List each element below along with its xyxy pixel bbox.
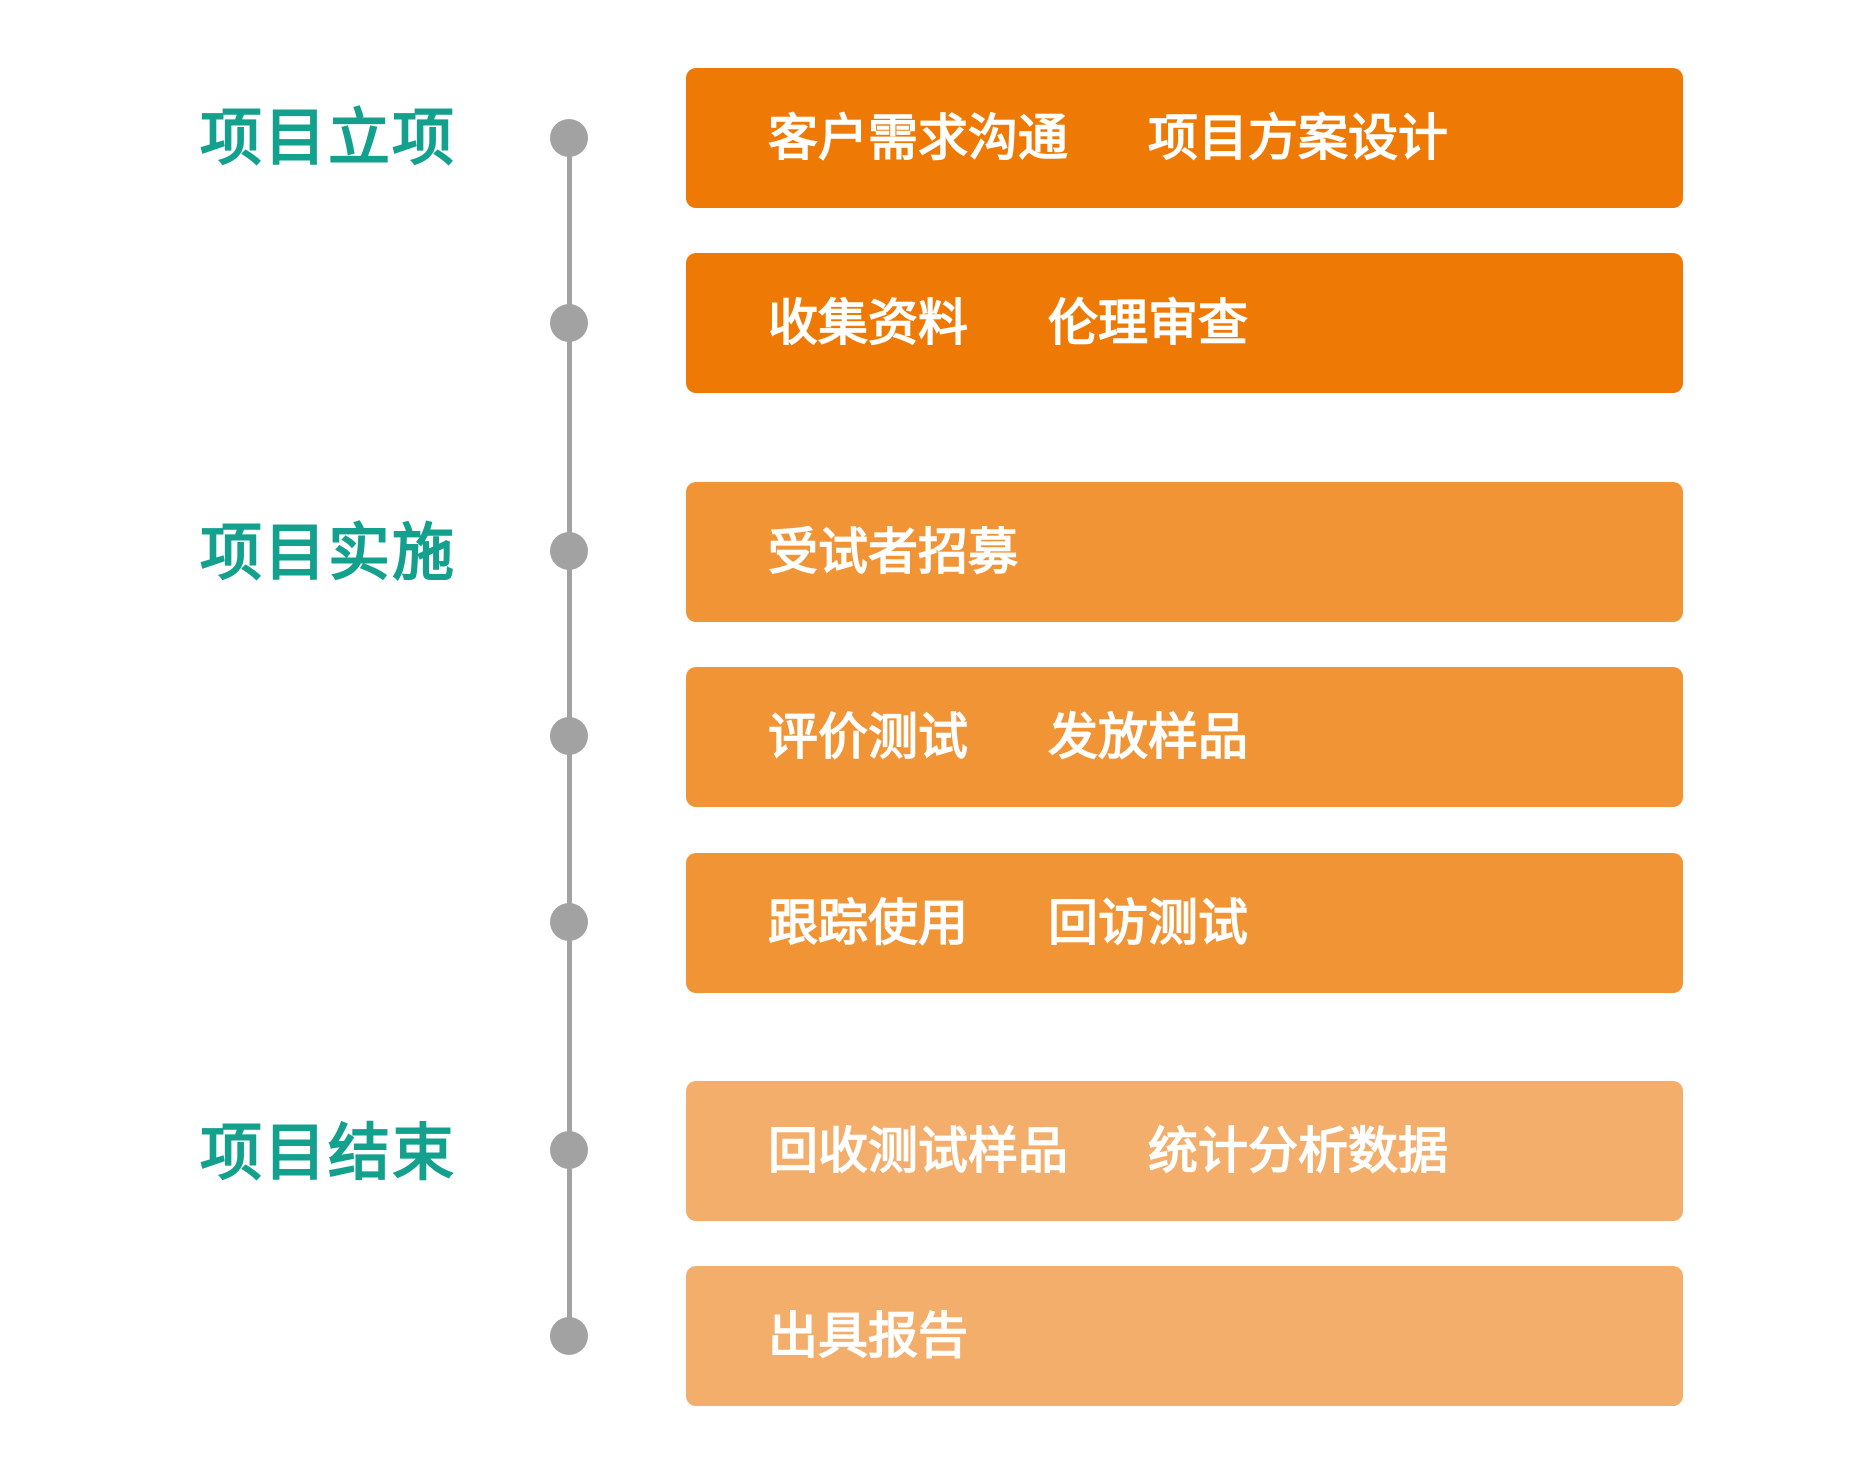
- step-item: 收集资料: [768, 294, 968, 352]
- step-item: 回访测试: [1048, 894, 1248, 952]
- step-item: 项目方案设计: [1148, 109, 1448, 167]
- step-item: 客户需求沟通: [768, 109, 1068, 167]
- timeline-dot: [550, 304, 588, 342]
- timeline-dot: [550, 532, 588, 570]
- step-card: 跟踪使用 回访测试: [686, 853, 1683, 993]
- step-card: 回收测试样品 统计分析数据: [686, 1081, 1683, 1221]
- step-item: 出具报告: [768, 1307, 968, 1365]
- step-card: 受试者招募: [686, 482, 1683, 622]
- step-card: 收集资料 伦理审查: [686, 253, 1683, 393]
- timeline-dot: [550, 119, 588, 157]
- timeline-dot: [550, 1317, 588, 1355]
- step-card: 客户需求沟通 项目方案设计: [686, 68, 1683, 208]
- step-item: 统计分析数据: [1148, 1122, 1448, 1180]
- phase-label-closure: 项目结束: [200, 1116, 457, 1189]
- step-card: 评价测试 发放样品: [686, 667, 1683, 807]
- timeline-dot: [550, 903, 588, 941]
- step-text: 客户需求沟通 项目方案设计: [768, 68, 1448, 208]
- timeline-dot: [550, 1131, 588, 1169]
- step-text: 跟踪使用 回访测试: [768, 853, 1248, 993]
- step-item: 受试者招募: [768, 523, 1018, 581]
- step-item: 发放样品: [1048, 708, 1248, 766]
- step-text: 回收测试样品 统计分析数据: [768, 1081, 1448, 1221]
- step-text: 收集资料 伦理审查: [768, 253, 1248, 393]
- step-item: 伦理审查: [1048, 294, 1248, 352]
- phase-label-initiation: 项目立项: [200, 101, 457, 174]
- step-text: 受试者招募: [768, 482, 1018, 622]
- timeline-dot: [550, 717, 588, 755]
- step-text: 出具报告: [768, 1266, 968, 1406]
- phase-label-implementation: 项目实施: [200, 516, 457, 589]
- step-card: 出具报告: [686, 1266, 1683, 1406]
- step-item: 跟踪使用: [768, 894, 968, 952]
- step-item: 评价测试: [768, 708, 968, 766]
- step-text: 评价测试 发放样品: [768, 667, 1248, 807]
- step-item: 回收测试样品: [768, 1122, 1068, 1180]
